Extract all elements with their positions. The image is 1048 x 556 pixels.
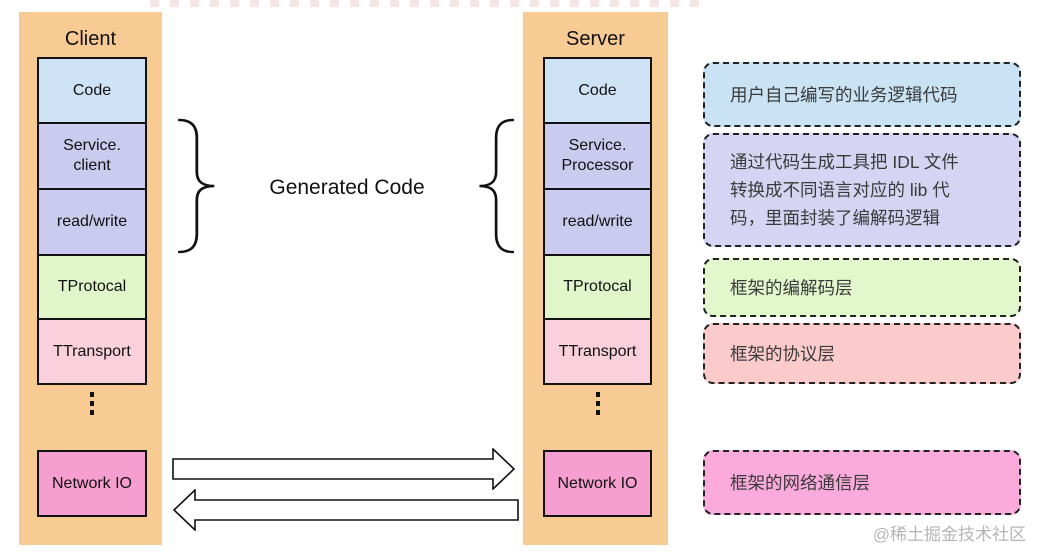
cropped-text-strip (150, 0, 710, 7)
client-layer-code: Code (37, 57, 147, 124)
client-layer-ttransport: TTransport (37, 318, 147, 385)
watermark: @稀土掘金技术社区 (872, 525, 1026, 544)
annotation-protocol-layer: 框架的协议层 (703, 323, 1021, 384)
annotation-network-layer: 框架的网络通信层 (703, 450, 1021, 515)
request-arrow-right (172, 448, 516, 490)
right-curly-brace (177, 118, 219, 254)
server-layer-ttransport: TTransport (543, 318, 652, 385)
client-layer-readwrite: read/write (37, 188, 147, 256)
server-layer-network-io: Network IO (543, 450, 652, 517)
server-layer-processor: Service. Processor (543, 122, 652, 190)
response-arrow-left (173, 489, 519, 531)
client-layer-service: Service. client (37, 122, 147, 190)
annotation-business-code: 用户自己编写的业务逻辑代码 (703, 62, 1021, 127)
client-ellipsis-dots (37, 392, 147, 415)
client-title: Client (64, 28, 117, 50)
client-layer-network-io: Network IO (37, 450, 147, 517)
server-layer-tprotocal: TProtocal (543, 254, 652, 320)
server-layer-readwrite: read/write (543, 188, 652, 256)
client-layer-tprotocal: TProtocal (37, 254, 147, 320)
annotation-codec-layer: 框架的编解码层 (703, 258, 1021, 317)
server-layer-code: Code (543, 57, 652, 124)
server-title: Server (566, 28, 625, 50)
left-curly-brace (475, 118, 515, 254)
annotation-generated-lib: 通过代码生成工具把 IDL 文件 转换成不同语言对应的 lib 代 码，里面封装… (703, 133, 1021, 247)
generated-code-label: Generated Code (269, 176, 425, 199)
server-ellipsis-dots (543, 392, 652, 415)
